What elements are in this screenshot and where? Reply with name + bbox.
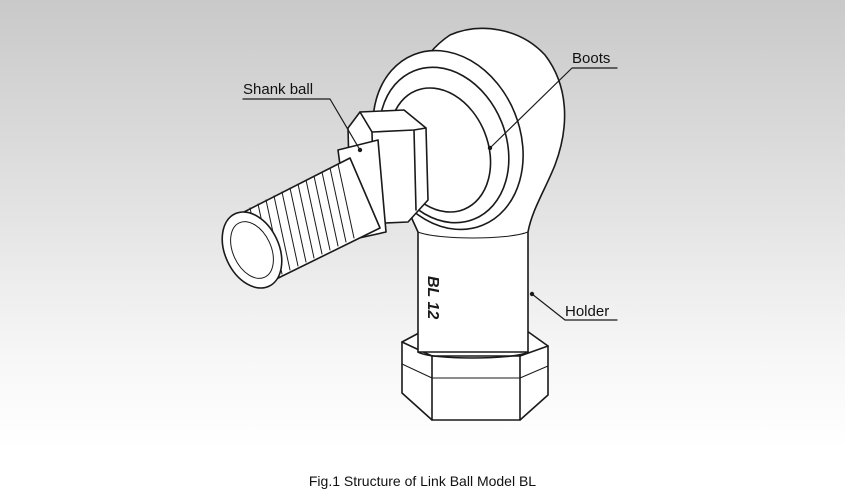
leader-dots — [357, 145, 535, 297]
label-boots: Boots — [572, 50, 611, 67]
leader-boots — [489, 67, 618, 149]
link-ball-drawing: BL 12 — [221, 27, 618, 421]
leader-lines — [242, 67, 618, 321]
label-shank-ball: Shank ball — [243, 81, 314, 98]
threaded-stud — [221, 157, 381, 289]
figure-panel: BL 12 Shank ball Boots Holder — [0, 0, 845, 448]
part-marking: BL 12 — [424, 276, 441, 319]
figure-caption: Fig.1 Structure of Link Ball Model BL — [308, 473, 537, 489]
leader-holder — [531, 293, 618, 321]
label-holder: Holder — [565, 303, 610, 320]
leader-shank-ball — [242, 98, 361, 151]
